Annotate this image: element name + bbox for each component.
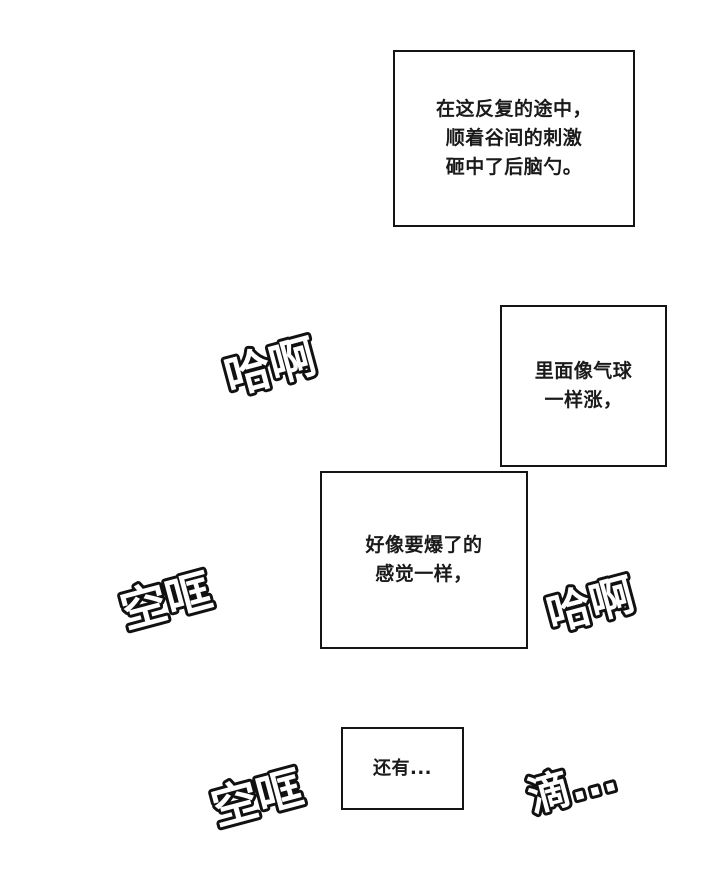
caption-line: 在这反复的途中， bbox=[435, 98, 592, 120]
sfx-text: 哈啊 bbox=[542, 569, 640, 641]
caption-line: 一样涨， bbox=[544, 389, 623, 411]
caption-line: 顺着谷间的刺激 bbox=[445, 127, 583, 149]
sfx-text: 哈啊 bbox=[219, 329, 322, 405]
sfx-text: 空哐 bbox=[206, 760, 309, 836]
caption-box-top: 在这反复的途中， 顺着谷间的刺激 砸中了后脑勺。 bbox=[393, 50, 635, 227]
caption-line: 里面像气球 bbox=[534, 360, 633, 382]
caption-box-right: 里面像气球 一样涨， bbox=[500, 305, 667, 467]
sfx-kongkuang-left: 空哐 bbox=[112, 560, 221, 642]
sfx-kongkuang-bottom: 空哐 bbox=[203, 757, 312, 839]
caption-line: 感觉一样， bbox=[375, 563, 473, 585]
sfx-text: 滴... bbox=[522, 751, 621, 822]
sfx-text: 空哐 bbox=[115, 563, 218, 639]
caption-line: 好像要爆了的 bbox=[365, 534, 483, 556]
sfx-haa-right: 哈啊 bbox=[539, 566, 643, 644]
caption-box-bottom: 还有... bbox=[341, 727, 464, 810]
sfx-drip: 滴... bbox=[519, 748, 624, 825]
caption-line: 砸中了后脑勺。 bbox=[445, 156, 583, 178]
caption-box-middle: 好像要爆了的 感觉一样， bbox=[320, 471, 528, 649]
sfx-haa-top: 哈啊 bbox=[216, 326, 325, 408]
caption-line: 还有... bbox=[372, 758, 432, 779]
